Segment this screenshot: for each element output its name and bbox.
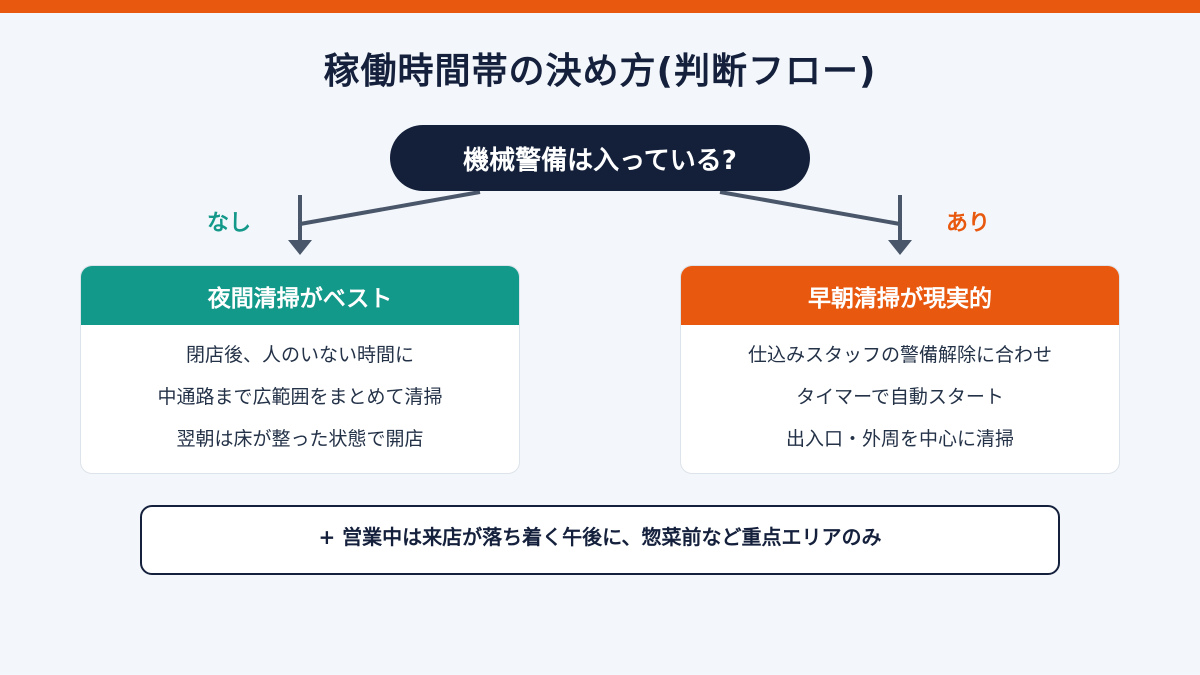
top-accent-bar: [0, 0, 1200, 13]
night-cleaning-heading: 夜間清掃がベスト: [81, 266, 519, 325]
connector-left-diagonal: [299, 190, 481, 226]
early-morning-heading: 早朝清掃が現実的: [681, 266, 1119, 325]
early-morning-details: 仕込みスタッフの警備解除に合わせ タイマーで自動スタート 出入口・外周を中心に清…: [681, 325, 1119, 465]
arrow-down-icon-right: [888, 240, 912, 255]
card-line: 出入口・外周を中心に清掃: [785, 428, 1014, 450]
connector-right-diagonal: [719, 190, 901, 226]
card-line: 仕込みスタッフの警備解除に合わせ: [747, 344, 1052, 366]
night-cleaning-details: 閉店後、人のいない時間に 中通路まで広範囲をまとめて清掃 翌朝は床が整った状態で…: [81, 325, 519, 465]
decision-question: 機械警備は入っている?: [390, 125, 810, 191]
arrow-down-icon-left: [288, 240, 312, 255]
card-line: 中通路まで広範囲をまとめて清掃: [157, 386, 443, 408]
early-morning-card: 早朝清掃が現実的 仕込みスタッフの警備解除に合わせ タイマーで自動スタート 出入…: [680, 265, 1120, 474]
additional-note: + 営業中は来店が落ち着く午後に、惣菜前など重点エリアのみ: [140, 505, 1060, 575]
page-title: 稼働時間帯の決め方(判断フロー): [323, 51, 877, 92]
card-line: タイマーで自動スタート: [796, 386, 1004, 408]
branch-label-yes: あり: [946, 211, 991, 236]
branch-label-no: なし: [207, 211, 252, 236]
night-cleaning-card: 夜間清掃がベスト 閉店後、人のいない時間に 中通路まで広範囲をまとめて清掃 翌朝…: [80, 265, 520, 474]
card-line: 閉店後、人のいない時間に: [185, 344, 414, 366]
card-line: 翌朝は床が整った状態で開店: [176, 428, 424, 450]
